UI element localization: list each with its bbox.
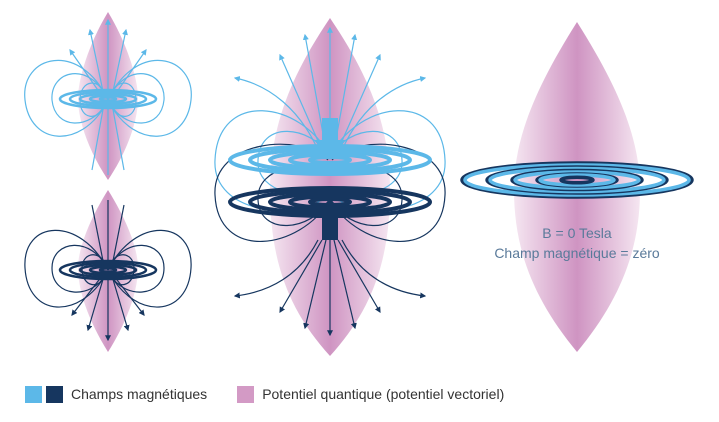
dipole-small-light	[24, 12, 192, 180]
field-line	[107, 229, 192, 308]
field-line	[337, 53, 381, 151]
field-line	[303, 239, 327, 330]
legend-swatch-dark	[46, 385, 63, 403]
field-line	[91, 103, 105, 171]
field-line	[341, 76, 427, 151]
field-line	[337, 239, 381, 314]
field-line	[107, 60, 192, 137]
legend-swatch-potential	[237, 385, 255, 403]
field-line	[233, 76, 319, 151]
field-line	[69, 49, 103, 97]
dipole-small-dark	[24, 190, 192, 352]
big-arrow-up	[314, 198, 346, 240]
big-arrow-down	[314, 118, 346, 160]
field-line	[111, 204, 125, 267]
dipole-large-combined	[214, 18, 446, 356]
field-line	[24, 60, 109, 137]
field-line	[341, 239, 427, 299]
field-line	[111, 28, 128, 97]
spiral-coil	[228, 186, 432, 218]
field-line	[51, 244, 109, 293]
field-line	[279, 53, 323, 151]
field-line	[107, 244, 165, 293]
field-line	[214, 143, 331, 242]
spiral-coil	[460, 161, 694, 199]
spiral-coil	[58, 88, 158, 110]
field-line	[279, 239, 323, 314]
field-line	[88, 28, 105, 97]
spiral-coil	[58, 259, 158, 281]
legend-label-magnetic-fields: Champs magnétiques	[71, 386, 208, 402]
field-line	[111, 103, 125, 171]
field-line	[91, 204, 105, 267]
legend-swatch-light	[25, 385, 42, 403]
field-line	[233, 239, 319, 299]
field-line	[86, 275, 105, 332]
field-line	[113, 275, 145, 316]
caption-line-1: B = 0 Tesla	[542, 225, 612, 241]
field-line	[113, 49, 147, 97]
field-line	[329, 143, 446, 242]
legend-label-quantum-potential: Potentiel quantique (potentiel vectoriel…	[262, 386, 505, 402]
field-line	[71, 275, 103, 316]
field-line	[111, 275, 130, 332]
field-line	[24, 229, 109, 308]
dipole-cancelled: B = 0 Tesla Champ magnétique = zéro	[460, 22, 694, 352]
caption-line-2: Champ magnétique = zéro	[494, 245, 660, 261]
legend: Champs magnétiques Potentiel quantique (…	[25, 384, 534, 404]
field-line	[333, 239, 357, 330]
